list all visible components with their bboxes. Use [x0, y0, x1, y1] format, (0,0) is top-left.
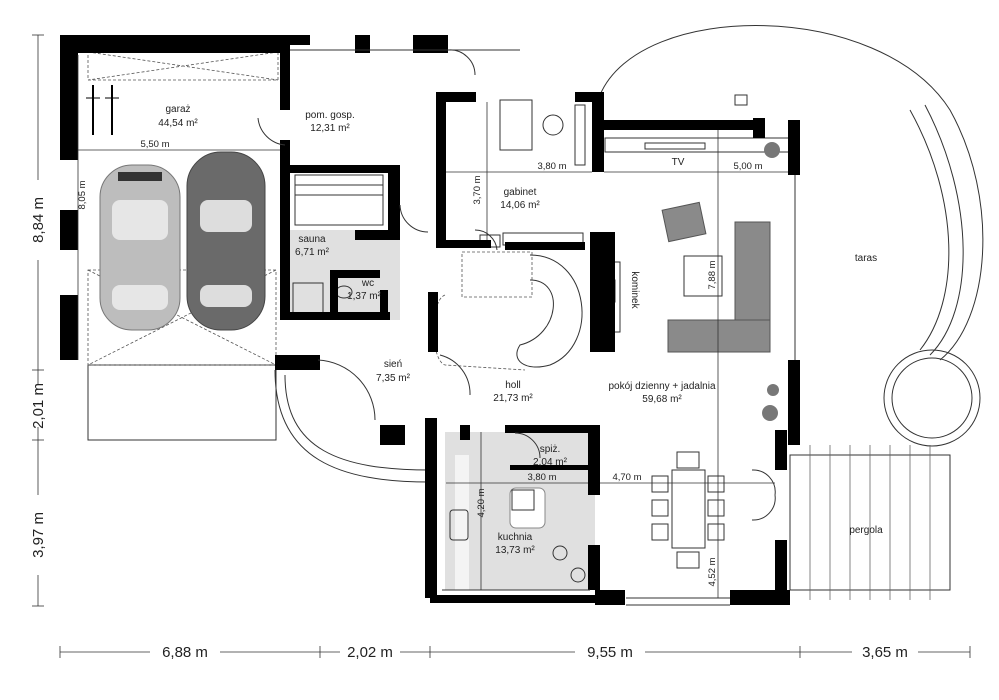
room-area-pantry: 2,04 m²	[533, 457, 568, 468]
dim-living-width: 5,00 m	[733, 161, 762, 172]
dim-bottom-3: 9,55 m	[587, 644, 633, 661]
dim-left-3: 3,97 m	[30, 512, 47, 558]
garage-driveway	[87, 364, 277, 441]
fireplace-label: kominek	[629, 271, 640, 309]
dim-left-1: 8,84 m	[30, 197, 47, 243]
tv-unit	[644, 142, 706, 150]
room-area-utility: 12,31 m²	[310, 123, 350, 134]
room-name-hall: holl	[505, 380, 521, 391]
plant-icon	[762, 142, 780, 421]
car-icon	[186, 151, 266, 331]
dim-bottom-2: 2,02 m	[347, 644, 393, 661]
staircase	[433, 232, 584, 371]
dim-bottom-4: 3,65 m	[862, 644, 908, 661]
dim-left-2: 2,01 m	[30, 383, 47, 429]
pergola-structure	[789, 445, 951, 600]
armchair-icon	[661, 201, 707, 243]
sink-icon	[449, 509, 469, 541]
walls	[60, 35, 800, 605]
room-area-sauna: 6,71 m²	[295, 247, 330, 258]
dim-bottom-1: 6,88 m	[162, 644, 208, 661]
room-name-vestibule: sień	[384, 359, 402, 370]
room-name-terrace: taras	[855, 253, 877, 264]
coffee-table	[683, 255, 723, 297]
terrace-outline	[599, 25, 984, 361]
room-area-wc: 1,37 m²	[347, 291, 382, 302]
tv-label: TV	[672, 157, 685, 168]
doors	[257, 49, 776, 521]
stove-icon	[511, 489, 535, 511]
room-name-garage: garaż	[165, 104, 190, 115]
dim-study-depth: 3,70 m	[472, 175, 483, 204]
room-name-pergola: pergola	[849, 525, 883, 536]
dim-dining-width: 4,70 m	[612, 472, 641, 483]
room-area-living: 59,68 m²	[642, 394, 682, 405]
room-area-kitchen: 13,73 m²	[495, 545, 535, 556]
dim-study-width: 3,80 m	[537, 161, 566, 172]
dim-living-depth: 7,88 m	[707, 260, 718, 289]
terrace-balustrade	[909, 109, 950, 351]
dim-kitchen-width: 3,80 m	[527, 472, 556, 483]
room-area-study: 14,06 m²	[500, 200, 540, 211]
room-area-vestibule: 7,35 m²	[376, 373, 411, 384]
room-area-garage: 44,54 m²	[158, 118, 198, 129]
dim-garage-width: 5,50 m	[140, 139, 169, 150]
room-area-hall: 21,73 m²	[493, 393, 533, 404]
room-name-utility: pom. gosp.	[305, 110, 354, 121]
room-name-sauna: sauna	[298, 234, 326, 245]
dim-kitchen-depth: 4,20 m	[476, 488, 487, 517]
bicycle-icon	[86, 85, 119, 135]
room-name-wc: wc	[361, 278, 374, 289]
dim-dining-depth: 4,52 m	[707, 557, 718, 586]
dining-table	[651, 451, 725, 569]
sofa-icon	[667, 221, 771, 353]
terrace-round-platform	[883, 349, 981, 447]
room-name-living: pokój dzienny + jadalnia	[608, 381, 715, 392]
dim-garage-depth: 8,05 m	[77, 180, 88, 209]
room-name-pantry: spiż.	[540, 444, 561, 455]
car-icon	[99, 164, 181, 331]
room-name-study: gabinet	[504, 187, 537, 198]
room-name-kitchen: kuchnia	[498, 532, 533, 543]
